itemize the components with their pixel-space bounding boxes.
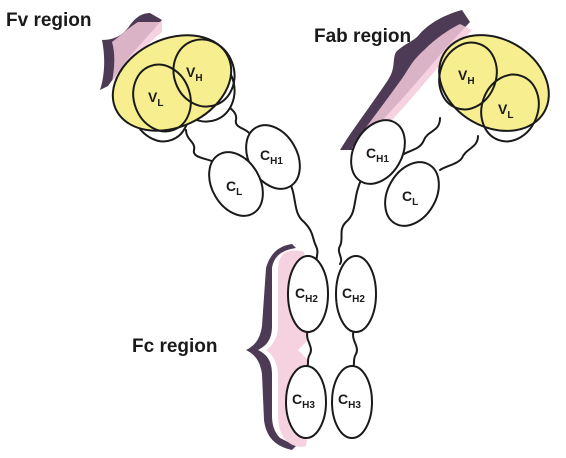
domain-vh-left xyxy=(172,38,236,108)
domain-vl-left xyxy=(132,63,192,133)
fab-region-label: Fab region xyxy=(314,26,411,47)
domain-ch3-right xyxy=(331,365,373,439)
domain-label-cl-left: CL xyxy=(226,178,242,198)
domain-label-vh-left: VH xyxy=(186,64,203,84)
domain-label-ch2-left: CH2 xyxy=(295,285,318,305)
domain-label-ch3-left: CH3 xyxy=(292,391,315,411)
linker-left-ch2-ch3 xyxy=(305,329,312,369)
domain-cl-right xyxy=(384,161,440,227)
domain-label-ch1-right: CH1 xyxy=(366,145,389,165)
domain-ch1-right xyxy=(350,119,406,185)
linker-left-ch1-hinge xyxy=(287,177,319,265)
domain-ch3-left xyxy=(285,365,327,439)
domain-ch2-left xyxy=(287,255,329,333)
domain-label-ch1-left: CH1 xyxy=(260,147,283,167)
linker-right-ch2-ch3 xyxy=(351,329,358,369)
domain-cl-left xyxy=(208,151,264,217)
domain-vl-right xyxy=(480,73,540,143)
domain-label-cl-right: CL xyxy=(402,188,418,208)
domain-label-ch3-right: CH3 xyxy=(338,391,361,411)
domain-label-vl-right: VL xyxy=(498,101,513,121)
domain-vh-right xyxy=(438,41,498,111)
domain-label-ch2-right: CH2 xyxy=(342,285,365,305)
domain-label-vh-right: VH xyxy=(458,67,475,87)
domain-label-vl-left: VL xyxy=(148,89,163,109)
fc-region-label: Fc region xyxy=(132,336,218,357)
linker-right-vh-ch1 xyxy=(403,117,441,155)
linker-left-vl-cl xyxy=(185,129,215,163)
fv-region-label: Fv region xyxy=(6,10,92,31)
linker-right-ch1-hinge xyxy=(337,177,363,265)
linker-right-vl-cl xyxy=(439,135,479,171)
domain-ch2-right xyxy=(335,255,377,333)
